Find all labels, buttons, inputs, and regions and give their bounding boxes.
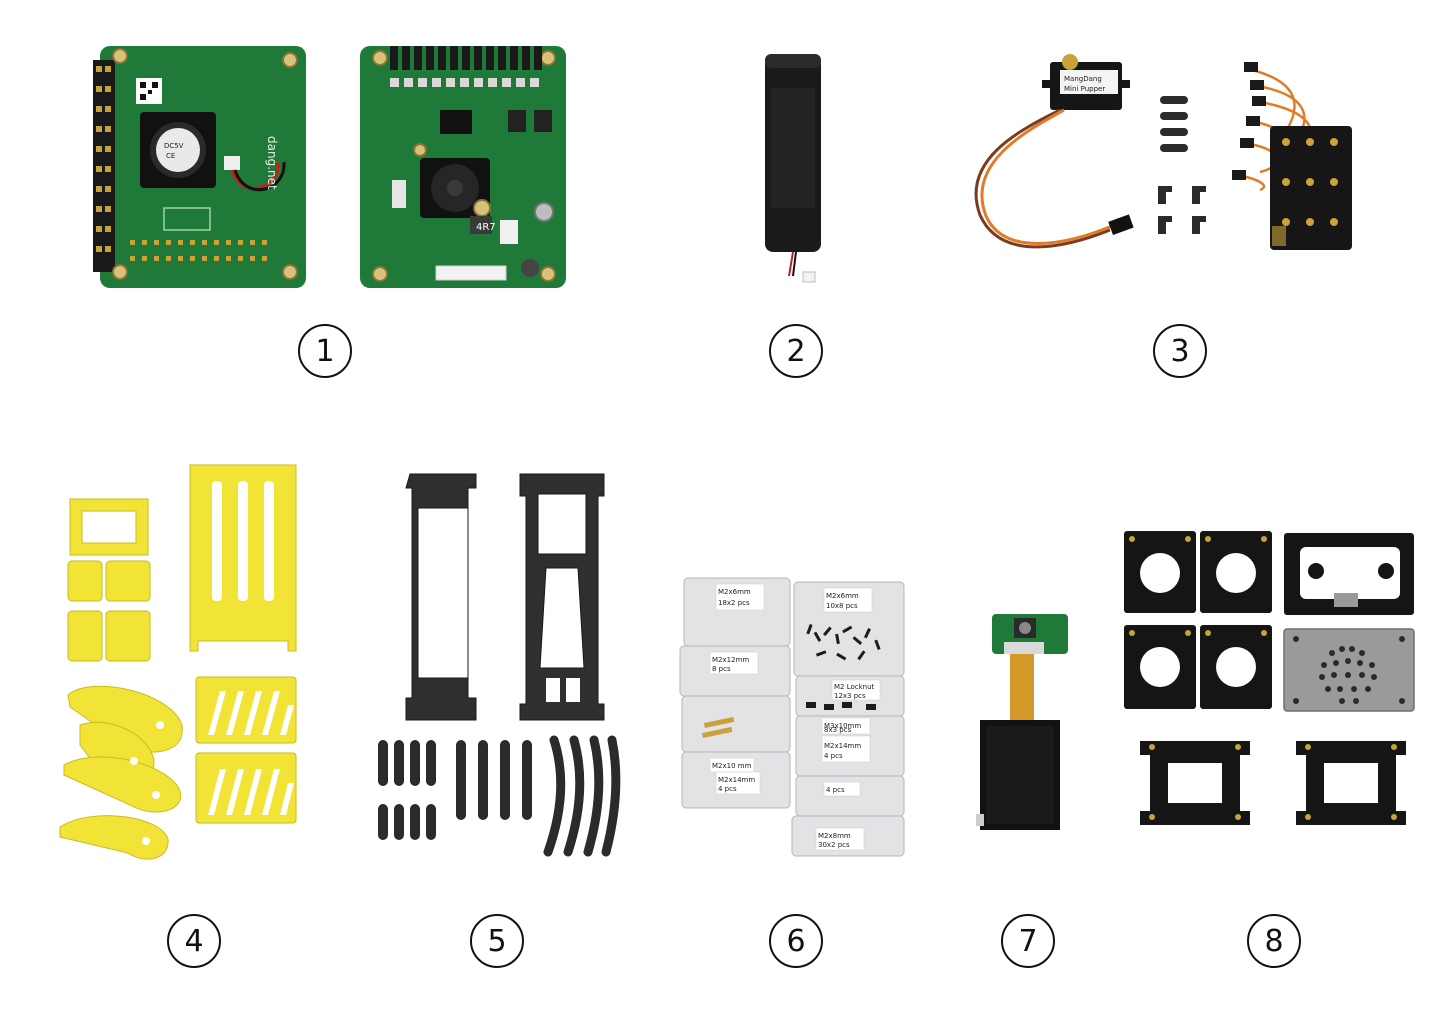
item-6-label-2b: 8 pcs (712, 665, 731, 673)
item-5-carbon-parts (370, 468, 621, 868)
item-3-servo-model: Mini Pupper (1064, 85, 1105, 93)
item-6-label-7a: M3x10mm (824, 722, 861, 730)
item-6-label-10b: 30x2 pcs (818, 841, 850, 849)
item-6-label-3: M2x10 mm (712, 762, 752, 770)
item-6-label-7b: 8x3 pcs (824, 726, 852, 734)
item-2-photo (765, 54, 821, 283)
item-6-label-9: 4 pcs (826, 786, 845, 794)
item-6-badge: 6 (769, 914, 823, 968)
item-7-photo (976, 614, 1068, 830)
item-8-badge: 8 (1247, 914, 1301, 968)
item-6-label-1b: 18x2 pcs (718, 599, 750, 607)
item-2-badge: 2 (769, 324, 823, 378)
item-6-label-10a: M2x8mm (818, 832, 851, 840)
item-6-label-5a: M2x6mm (826, 592, 859, 600)
item-3-badge: 3 (1153, 324, 1207, 378)
item-1-inductor-text: 4R7 (476, 222, 496, 233)
item-8-housing-parts (1120, 525, 1420, 835)
item-6-label-5b: 10x8 pcs (826, 602, 858, 610)
item-1-photo: DC5V CE dang.net (93, 46, 566, 288)
item-2-battery-pack (745, 40, 855, 300)
item-6-label-2a: M2x12mm (712, 656, 749, 664)
item-6-label-4b: 4 pcs (718, 785, 737, 793)
item-4-badge: 4 (167, 914, 221, 968)
item-1-badge: 1 (298, 324, 352, 378)
item-1-board-text: dang.net (265, 136, 279, 190)
item-4-acrylic-parts (50, 455, 320, 875)
item-4-photo (59, 464, 297, 860)
item-6-label-4a: M2x14mm (718, 776, 755, 784)
item-3-photo: MangDang Mini Pupper (974, 54, 1352, 250)
item-7-display-module (970, 608, 1080, 838)
item-6-label-6a: M2 Locknut (834, 683, 875, 691)
item-3-servo-brand: MangDang (1064, 75, 1102, 83)
item-6-label-1a: M2x6mm (718, 588, 751, 596)
item-6-label-8a: M2x14mm (824, 742, 861, 750)
item-1-control-boards: DC5V CE dang.net (90, 40, 580, 300)
item-6-photo: M2x6mm 18x2 pcs M2x12mm 8 pcs M2x10 mm M… (679, 577, 905, 857)
item-6-label-6b: 12x3 pcs (834, 692, 866, 700)
item-6-label-8b: 4 pcs (824, 752, 843, 760)
item-3-servo-kit: MangDang Mini Pupper (960, 40, 1360, 290)
item-8-photo (1124, 531, 1415, 825)
item-5-photo (378, 473, 621, 857)
svg-text:CE: CE (166, 152, 175, 160)
item-5-badge: 5 (470, 914, 524, 968)
item-7-badge: 7 (1001, 914, 1055, 968)
item-6-screw-bags: M2x6mm 18x2 pcs M2x12mm 8 pcs M2x10 mm M… (676, 572, 916, 862)
svg-text:DC5V: DC5V (164, 142, 184, 150)
